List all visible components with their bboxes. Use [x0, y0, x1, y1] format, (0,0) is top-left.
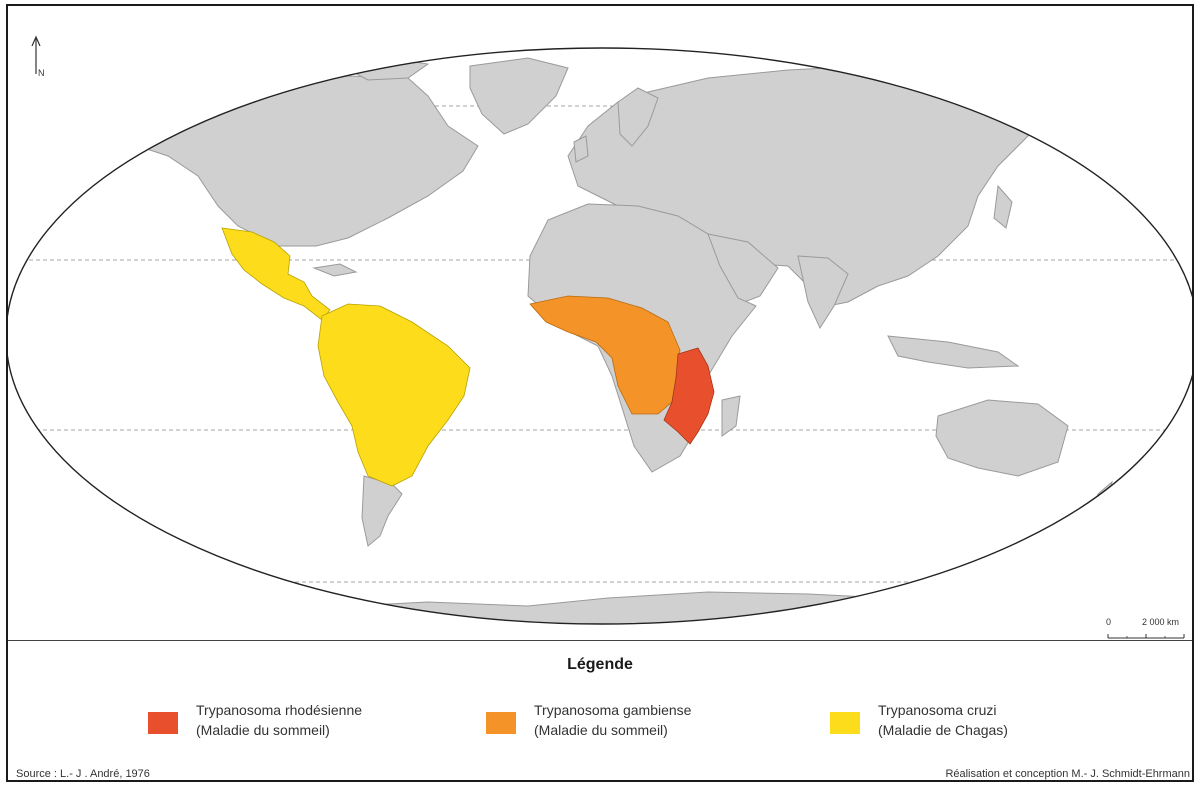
- source-note: Source : L.- J . André, 1976: [16, 768, 150, 780]
- legend-title: Légende: [567, 656, 633, 673]
- scale-distance-label: 2 000 km: [1142, 617, 1180, 627]
- map-frame: N 0 2 000 km Légende Trypanosoma rhodési…: [6, 4, 1194, 782]
- legend-divider: [8, 640, 1192, 641]
- world-map: [8, 47, 1192, 625]
- cruzi-south-america: [317, 303, 471, 487]
- madagascar: [721, 395, 741, 437]
- north-label: N: [38, 68, 45, 78]
- legend-label: Trypanosoma rhodésienne: [196, 702, 363, 718]
- rhodesiense-east-africa: [663, 347, 715, 445]
- legend-swatch: [830, 712, 860, 734]
- india: [797, 255, 849, 330]
- north-arrow-icon: [31, 35, 41, 74]
- patagonia: [361, 475, 403, 547]
- legend-label: Trypanosoma cruzi: [878, 702, 997, 718]
- legend-sublabel: (Maladie du sommeil): [196, 722, 330, 738]
- legend-swatch: [148, 712, 178, 734]
- globe-outline: [8, 47, 1192, 625]
- japan: [993, 184, 1013, 229]
- british-isles: [573, 135, 589, 163]
- antarctica: [257, 591, 1019, 624]
- legend-swatch: [486, 712, 516, 734]
- caribbean: [312, 263, 358, 277]
- legend-sublabel: (Maladie du sommeil): [534, 722, 668, 738]
- scale-zero-label: 0: [1106, 617, 1112, 627]
- greenland: [469, 57, 569, 135]
- cruzi-mexico-central-america: [221, 227, 331, 321]
- australia: [935, 399, 1069, 477]
- legend-label: Trypanosoma gambiense: [534, 702, 692, 718]
- map-area: N 0 2 000 km: [8, 6, 1192, 640]
- credit-note: Réalisation et conception M.- J. Schmidt…: [945, 768, 1190, 780]
- gambiense-west-central-africa: [529, 295, 681, 415]
- north-america: [87, 75, 479, 247]
- scandinavia: [617, 87, 659, 147]
- legend-sublabel: (Maladie de Chagas): [878, 722, 1008, 738]
- southeast-asia-islands: [887, 335, 1020, 369]
- scale-bar: [1107, 634, 1185, 639]
